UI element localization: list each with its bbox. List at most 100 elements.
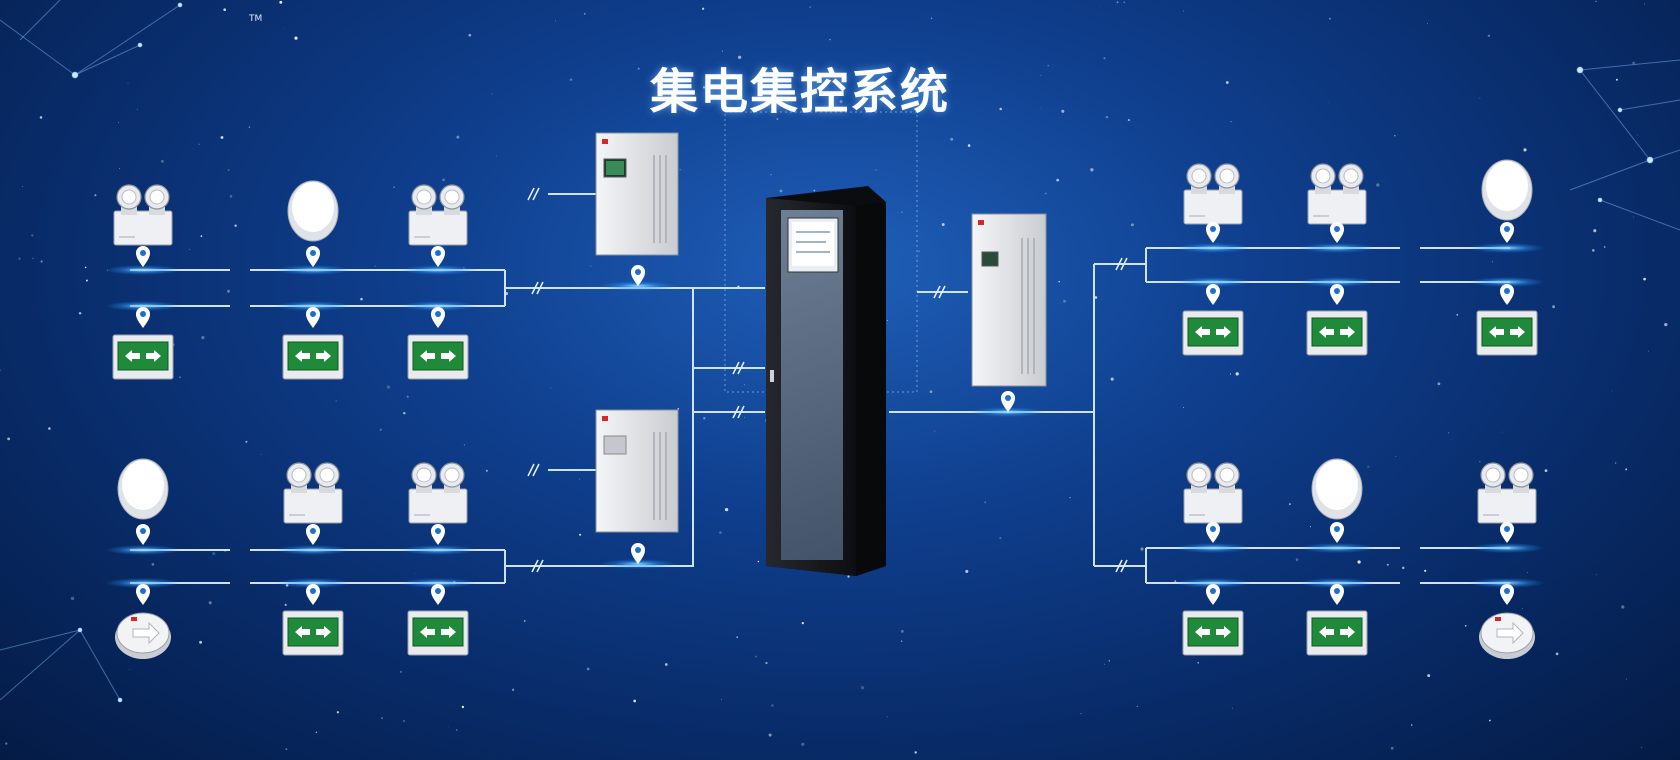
star <box>179 376 181 379</box>
star <box>201 335 205 340</box>
star <box>737 55 742 59</box>
star <box>245 440 248 443</box>
star <box>1427 23 1428 25</box>
star <box>967 144 971 147</box>
star <box>999 536 1002 540</box>
star <box>900 629 904 633</box>
star <box>1058 280 1060 283</box>
location-pin-icon <box>306 307 320 328</box>
star <box>511 688 515 691</box>
star <box>1632 61 1636 65</box>
location-pin-icon <box>136 584 150 605</box>
star <box>744 384 746 386</box>
star <box>754 655 757 658</box>
star <box>901 211 903 213</box>
star <box>637 67 640 70</box>
star <box>664 663 668 666</box>
glow-node <box>105 545 181 555</box>
star <box>721 50 723 52</box>
star <box>1047 64 1050 67</box>
star <box>1130 223 1134 227</box>
star <box>633 699 637 703</box>
round-ceiling-emergency-light <box>1311 458 1363 520</box>
star <box>1647 350 1649 352</box>
star <box>950 137 954 141</box>
star <box>900 640 903 642</box>
star <box>886 716 888 718</box>
star <box>550 387 552 389</box>
location-pin-icon <box>431 246 445 267</box>
glow-node <box>1469 543 1545 553</box>
star <box>1235 372 1239 376</box>
star <box>208 601 212 605</box>
star <box>335 400 337 402</box>
star <box>200 235 203 238</box>
glow-node <box>1175 243 1251 253</box>
star <box>22 186 24 187</box>
twin-head-emergency-light <box>283 462 343 524</box>
star <box>234 224 237 227</box>
star <box>1394 134 1396 137</box>
star <box>212 552 216 556</box>
star <box>78 312 82 315</box>
star <box>1183 407 1184 408</box>
star <box>765 661 768 665</box>
star <box>1625 678 1628 680</box>
star <box>1593 229 1597 233</box>
star <box>1080 713 1082 715</box>
star <box>886 319 888 321</box>
star <box>677 407 680 410</box>
glow-node <box>275 545 351 555</box>
star <box>839 100 843 104</box>
star <box>875 169 877 171</box>
location-pin-icon <box>1206 584 1220 605</box>
exit-sign <box>1182 310 1244 356</box>
star <box>1523 148 1527 152</box>
glow-node <box>400 545 476 555</box>
star <box>374 265 376 267</box>
twin-head-emergency-light <box>408 184 468 246</box>
star <box>1108 660 1110 662</box>
star <box>379 428 382 431</box>
round-ceiling-emergency-light <box>1481 159 1533 221</box>
star <box>776 118 779 120</box>
star <box>315 731 318 733</box>
star <box>39 116 43 119</box>
location-pin-icon <box>1330 284 1344 305</box>
star <box>1555 652 1559 656</box>
star <box>1099 5 1100 7</box>
star <box>1105 115 1109 119</box>
star <box>1615 78 1618 81</box>
location-pin-icon <box>1500 284 1514 305</box>
star <box>965 569 969 573</box>
exit-sign <box>1306 610 1368 656</box>
star <box>1140 547 1144 551</box>
round-ceiling-emergency-light <box>117 458 169 520</box>
location-pin-icon <box>1206 284 1220 305</box>
star <box>229 195 233 198</box>
star <box>294 36 298 40</box>
star <box>1395 456 1397 457</box>
twin-head-emergency-light <box>1183 462 1243 524</box>
star <box>1225 81 1229 84</box>
star <box>1501 431 1503 433</box>
star <box>1603 246 1606 248</box>
exit-sign <box>112 334 174 380</box>
star <box>119 168 121 170</box>
star <box>223 8 227 12</box>
round-ceiling-emergency-light <box>287 180 339 242</box>
star <box>136 108 138 110</box>
location-pin-icon <box>1500 222 1514 243</box>
star <box>1464 624 1467 627</box>
directional-floor-sign <box>114 612 172 660</box>
star <box>744 417 745 418</box>
network-graph-decoration <box>0 0 1680 703</box>
location-pin-icon <box>431 584 445 605</box>
star <box>1174 580 1177 583</box>
star <box>703 416 706 420</box>
star <box>485 469 488 472</box>
star <box>930 17 933 20</box>
star <box>724 507 729 512</box>
star <box>1056 178 1060 182</box>
star <box>160 159 164 163</box>
